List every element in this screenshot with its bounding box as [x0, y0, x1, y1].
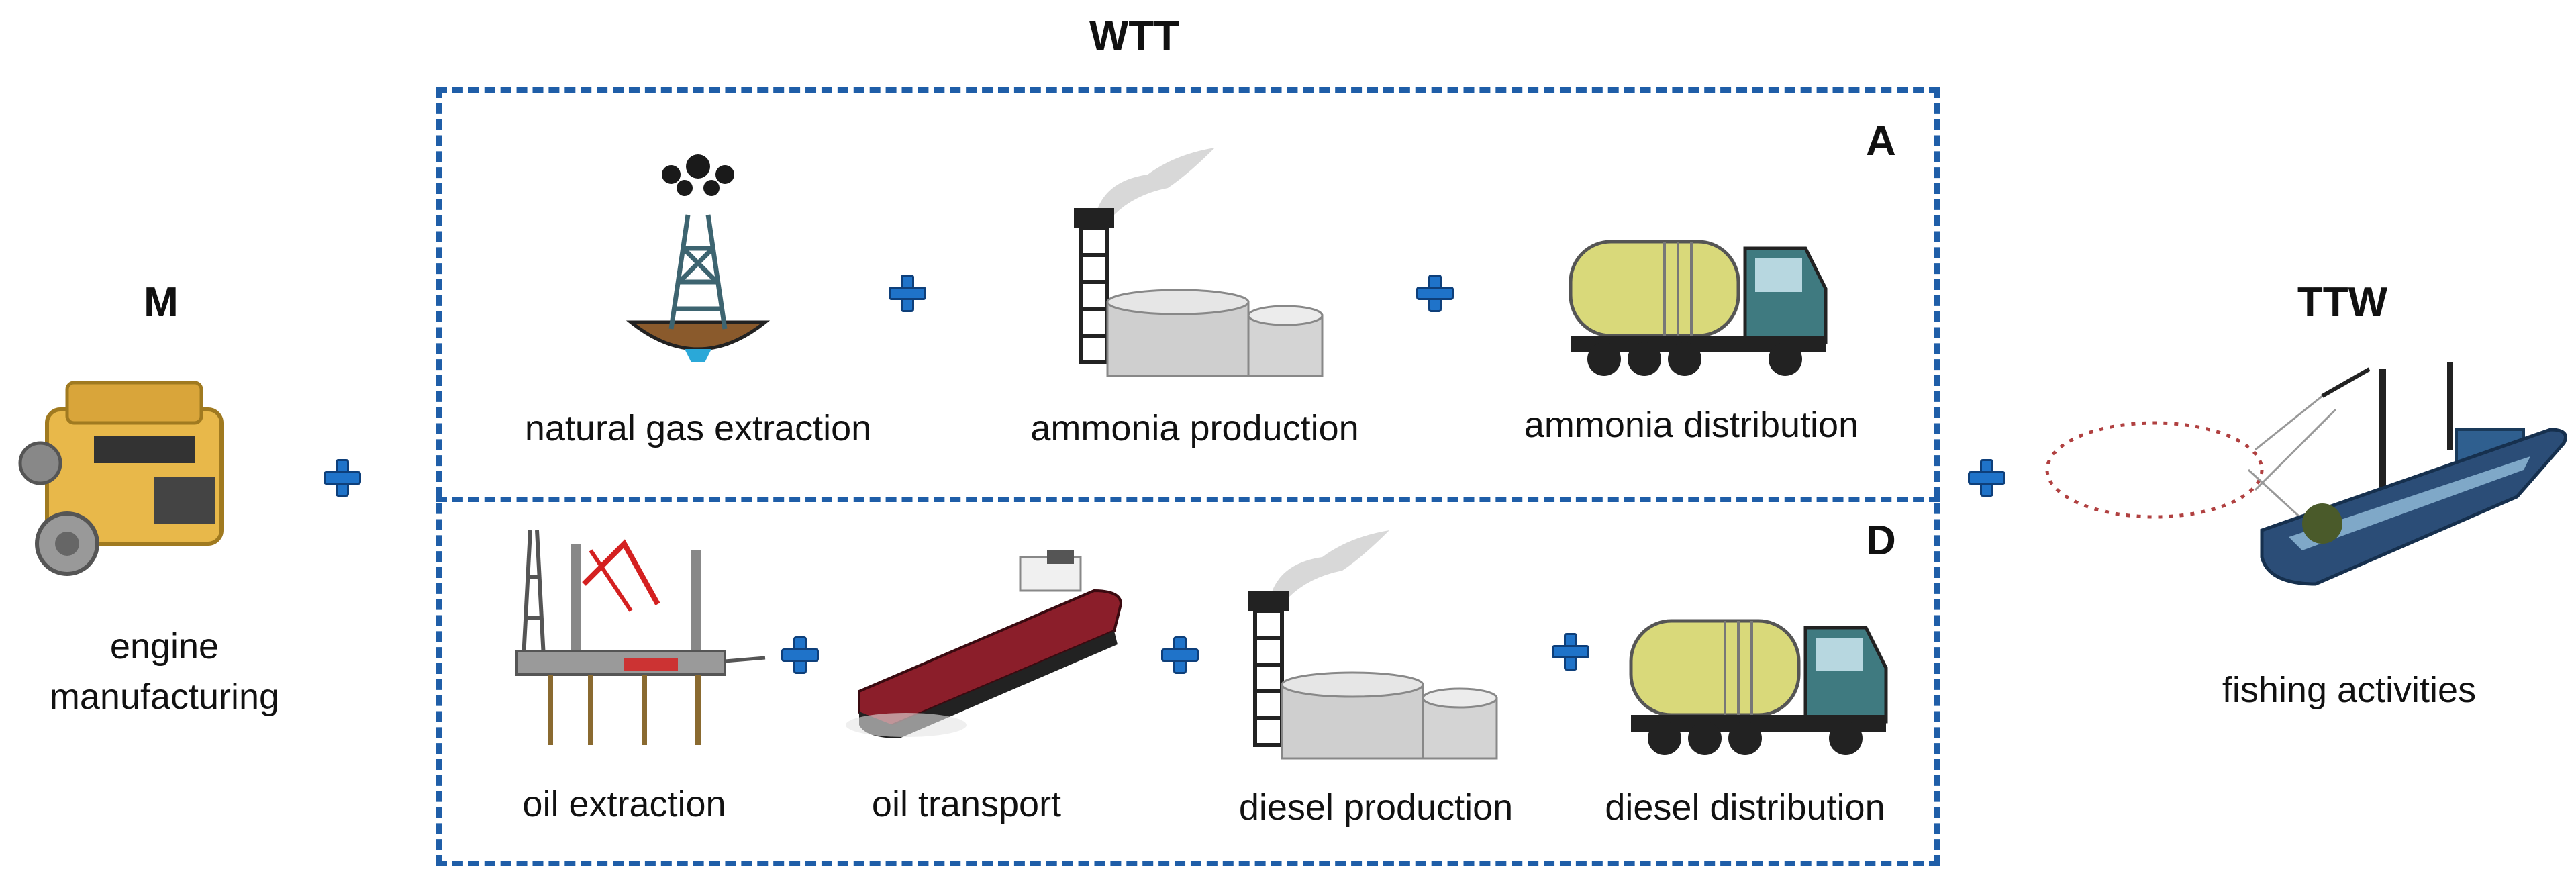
ttw-title: TTW	[2297, 279, 2388, 326]
oil-rig-icon	[515, 530, 766, 745]
engine-icon	[18, 381, 224, 576]
oil-tanker-ship-icon	[846, 550, 1123, 738]
ammonia-path-label-0: natural gas extraction	[524, 408, 872, 448]
plus-icon-d-3	[1550, 632, 1591, 672]
tanker-truck-icon	[1629, 619, 1888, 755]
engine-label-line1: engine	[109, 626, 219, 667]
box-d-letter: D	[1866, 518, 1896, 564]
plus-icon-m-wtt	[322, 458, 362, 498]
diesel-path-label-3: diesel distribution	[1605, 787, 1885, 828]
gas-well-icon	[626, 154, 771, 362]
engine-label-line2: manufacturing	[49, 677, 280, 717]
plus-icon-wtt-ttw	[1967, 458, 2007, 498]
ammonia-path-label-2: ammonia distribution	[1524, 405, 1859, 445]
fishing-boat-icon	[2045, 362, 2567, 586]
diesel-path-label-2: diesel production	[1238, 787, 1514, 828]
plus-icon-d-1	[780, 635, 820, 675]
ammonia-path-label-1: ammonia production	[1030, 408, 1359, 448]
tanker-truck-icon	[1569, 240, 1828, 376]
fishing-label: fishing activities	[2222, 670, 2477, 710]
wtt-divider	[436, 497, 1940, 502]
wtt-box	[436, 87, 1940, 866]
box-a-letter: A	[1866, 118, 1896, 164]
factory-icon	[1074, 148, 1324, 377]
factory-icon	[1248, 530, 1498, 760]
diesel-path-label-0: oil extraction	[522, 784, 726, 824]
m-title: M	[144, 279, 179, 326]
wtt-title: WTT	[1089, 13, 1180, 59]
diesel-path-label-1: oil transport	[871, 784, 1062, 824]
plus-icon-d-2	[1160, 635, 1200, 675]
plus-icon-a-1	[887, 273, 928, 313]
plus-icon-a-2	[1415, 273, 1455, 313]
